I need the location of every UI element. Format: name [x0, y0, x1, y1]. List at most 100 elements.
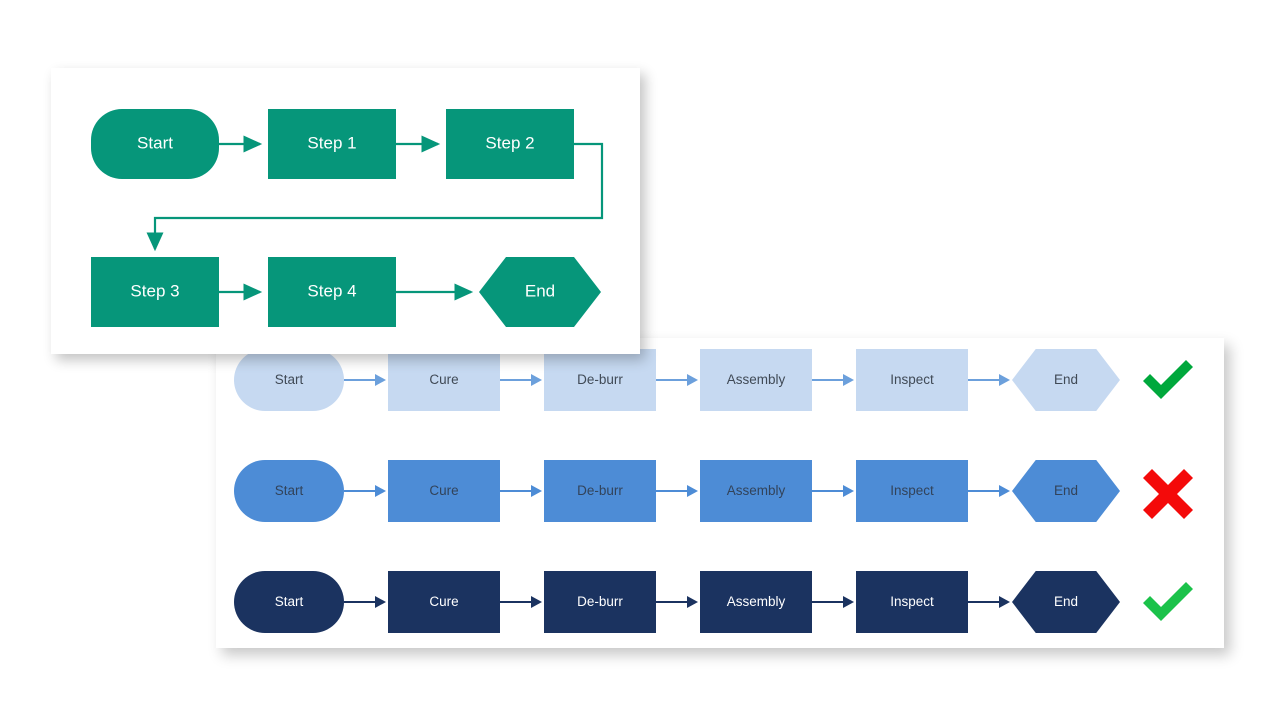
flow-arrow-icon [500, 374, 544, 386]
arrow-shaft [344, 490, 377, 492]
arrow-head [531, 596, 542, 608]
flow-arrow-icon [812, 374, 856, 386]
stage-label: Start [274, 483, 304, 499]
stage-inspect[interactable]: Inspect [856, 349, 968, 411]
stage-label: Cure [429, 594, 459, 610]
arrow-shaft [968, 490, 1001, 492]
flow-arrow-icon [656, 485, 700, 497]
template-node-step1-label: Step 1 [307, 133, 356, 152]
arrow-head [687, 374, 698, 386]
flow-arrow-icon [500, 485, 544, 497]
template-node-step4[interactable] [268, 257, 396, 327]
stage-label: De-burr [577, 483, 623, 499]
template-node-start-label: Start [137, 133, 173, 152]
status-invalid [1120, 463, 1216, 519]
check-icon [1143, 360, 1193, 399]
stage-label: Assembly [726, 594, 786, 610]
stage-label: Assembly [726, 483, 786, 499]
stage-label: End [1053, 594, 1079, 610]
stage-label: End [1053, 372, 1079, 388]
stage-de-burr[interactable]: De-burr [544, 460, 656, 522]
check-icon [1143, 582, 1193, 621]
template-node-step2-label: Step 2 [485, 133, 534, 152]
stage-cure[interactable]: Cure [388, 349, 500, 411]
status-valid [1120, 352, 1216, 408]
stage-label: Start [274, 594, 304, 610]
template-node-step3[interactable] [91, 257, 219, 327]
flow-arrow-icon [344, 374, 388, 386]
arrow-shaft [500, 601, 533, 603]
stage-label: Cure [429, 372, 459, 388]
stage-de-burr[interactable]: De-burr [544, 349, 656, 411]
stage-end[interactable]: End [1012, 571, 1120, 633]
template-node-step2[interactable] [446, 109, 574, 179]
arrow-shaft [812, 490, 845, 492]
stage-start[interactable]: Start [234, 571, 344, 633]
stage-cure[interactable]: Cure [388, 460, 500, 522]
stage-start[interactable]: Start [234, 349, 344, 411]
arrow-shaft [344, 379, 377, 381]
stage-label: Assembly [726, 372, 786, 388]
flow-arrow-icon [812, 485, 856, 497]
template-node-step4-label: Step 4 [307, 281, 356, 300]
flow-arrow-icon [812, 596, 856, 608]
arrow-head [843, 485, 854, 497]
arrow-head [531, 374, 542, 386]
arrow-shaft [968, 379, 1001, 381]
stage-assembly[interactable]: Assembly [700, 460, 812, 522]
stage-inspect[interactable]: Inspect [856, 571, 968, 633]
stage-end[interactable]: End [1012, 460, 1120, 522]
template-node-step3-label: Step 3 [130, 281, 179, 300]
stage-de-burr[interactable]: De-burr [544, 571, 656, 633]
arrow-head [687, 596, 698, 608]
stage-assembly[interactable]: Assembly [700, 571, 812, 633]
template-node-step1[interactable] [268, 109, 396, 179]
arrow-shaft [812, 601, 845, 603]
arrow-head [375, 596, 386, 608]
template-flow-diagram: Start Step 1 Step 2 Step 3 Step 4 End [91, 109, 604, 327]
stage-label: Start [274, 372, 304, 388]
arrow-shaft [500, 490, 533, 492]
flow-arrow-icon [344, 596, 388, 608]
arrow-shaft [812, 379, 845, 381]
stage-inspect[interactable]: Inspect [856, 460, 968, 522]
arrow-shaft [968, 601, 1001, 603]
flow-arrow-icon [656, 374, 700, 386]
stage-label: De-burr [577, 372, 623, 388]
stage-end[interactable]: End [1012, 349, 1120, 411]
template-edge-step2-step3 [146, 142, 604, 252]
stage-label: Inspect [890, 372, 934, 388]
flow-arrow-icon [968, 485, 1012, 497]
template-node-start[interactable] [91, 109, 219, 179]
stage-label: Inspect [890, 483, 934, 499]
arrow-shaft [656, 490, 689, 492]
variant-row-dark[interactable]: Start Cure De-burr Assembly Inspect End [216, 564, 1224, 640]
stage-label: End [1053, 483, 1079, 499]
stage-cure[interactable]: Cure [388, 571, 500, 633]
variant-row-medium[interactable]: Start Cure De-burr Assembly Inspect End [216, 453, 1224, 529]
arrow-head [531, 485, 542, 497]
arrow-shaft [656, 379, 689, 381]
arrow-shaft [344, 601, 377, 603]
flow-arrow-icon [500, 596, 544, 608]
stage-label: De-burr [577, 594, 623, 610]
arrow-head [999, 374, 1010, 386]
stage-assembly[interactable]: Assembly [700, 349, 812, 411]
arrow-head [999, 596, 1010, 608]
flow-arrow-icon [344, 485, 388, 497]
stage-label: Inspect [890, 594, 934, 610]
arrow-head [843, 374, 854, 386]
stage-start[interactable]: Start [234, 460, 344, 522]
process-template-card: Start Step 1 Step 2 Step 3 Step 4 End [51, 68, 640, 354]
arrow-head [843, 596, 854, 608]
flow-arrow-icon [656, 596, 700, 608]
flow-arrow-icon [968, 596, 1012, 608]
arrow-shaft [500, 379, 533, 381]
flow-arrow-icon [968, 374, 1012, 386]
stage-label: Cure [429, 483, 459, 499]
arrow-shaft [656, 601, 689, 603]
arrow-head [375, 374, 386, 386]
variant-row-light[interactable]: Start Cure De-burr Assembly Inspect End [216, 342, 1224, 418]
template-node-end[interactable] [479, 257, 601, 327]
